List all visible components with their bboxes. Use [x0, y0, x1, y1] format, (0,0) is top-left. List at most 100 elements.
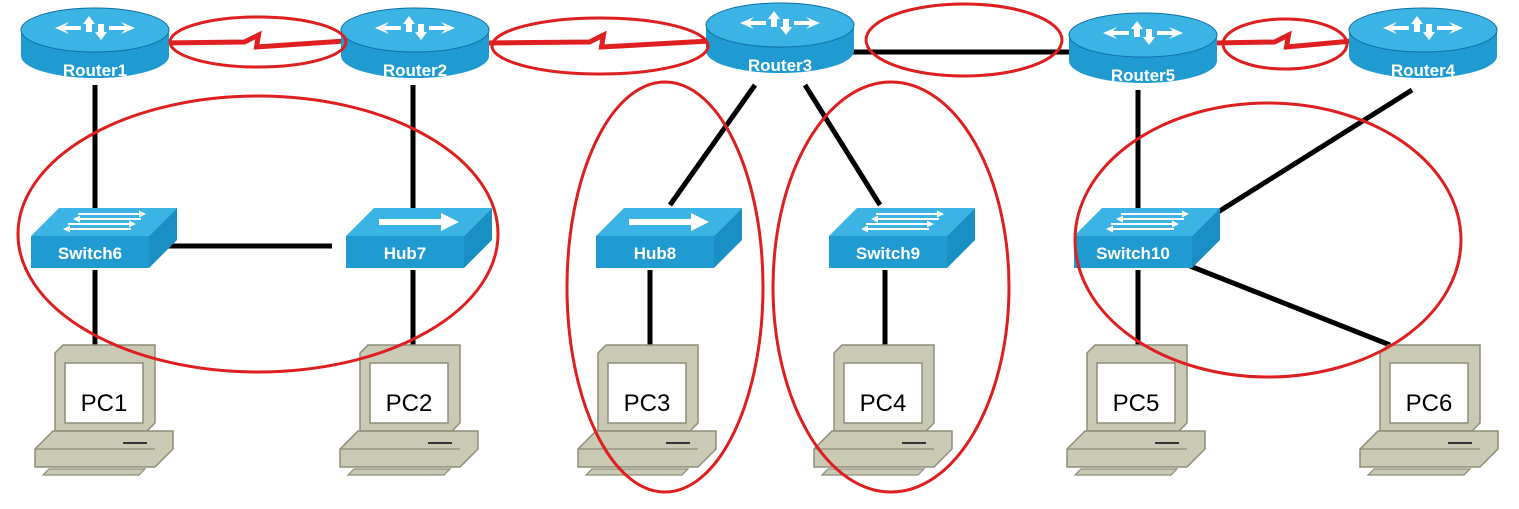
- switch-arrowhead: [139, 210, 146, 218]
- serial-link-r2-r3: [484, 30, 711, 50]
- highlight-lan-sw10: [1073, 101, 1463, 379]
- router-top: [705, 2, 855, 48]
- switch-arrowhead: [73, 215, 80, 223]
- hub-hub7[interactable]: Hub7: [346, 208, 492, 268]
- router-arrow: [740, 17, 766, 29]
- router-top: [1068, 12, 1218, 58]
- switch-arrowhead: [937, 210, 944, 218]
- switch-label: Hub7: [384, 244, 427, 263]
- router-r1[interactable]: Router1: [20, 7, 170, 80]
- router-arrow: [109, 22, 135, 34]
- pc-pc4[interactable]: PC4: [813, 344, 953, 476]
- router-r4[interactable]: Router4: [1348, 7, 1498, 80]
- switch-label: Switch9: [856, 244, 920, 263]
- router-arrow: [1423, 24, 1435, 40]
- serial-link-r5-r4: [1212, 30, 1353, 50]
- router-r3[interactable]: Router3: [705, 2, 855, 75]
- switch-sw9[interactable]: Switch9: [829, 208, 975, 268]
- pc-pc5[interactable]: PC5: [1066, 344, 1206, 476]
- device-front: [596, 236, 714, 268]
- highlight-serial-r5-r4: [1221, 17, 1349, 71]
- pc-keyboard: [1073, 468, 1179, 476]
- pc-screen: [843, 362, 923, 424]
- ethernet-link-r4-sw10: [1216, 87, 1414, 215]
- router-label: Router4: [1391, 61, 1456, 80]
- switch-arrowhead: [1116, 215, 1123, 223]
- router-arrow: [1103, 27, 1129, 39]
- pc-screen: [1096, 362, 1176, 424]
- pc-label: PC1: [81, 390, 128, 417]
- pc-keyboard: [1366, 468, 1472, 476]
- highlight-serial-r2-r3: [490, 16, 710, 76]
- device-side: [947, 208, 975, 268]
- hub-arrow-icon: [379, 213, 459, 231]
- pc-keyboard: [41, 468, 147, 476]
- device-side: [1192, 208, 1220, 268]
- router-label: Router2: [383, 61, 447, 80]
- device-front: [829, 236, 947, 268]
- switch-arrowhead: [129, 220, 136, 228]
- switch-arrowhead: [927, 220, 934, 228]
- router-arrow: [55, 22, 81, 34]
- device-front: [1074, 236, 1192, 268]
- router-arrow: [1157, 27, 1183, 39]
- router-arrow: [375, 22, 401, 34]
- pc-label: PC3: [624, 390, 671, 417]
- ethernet-link-r3-sw9: [802, 83, 883, 207]
- highlight-lan-sw6-hub7: [16, 94, 500, 374]
- device-front: [31, 236, 149, 268]
- switch-arrowhead: [1172, 220, 1179, 228]
- router-arrow: [1383, 22, 1409, 34]
- router-r2[interactable]: Router2: [340, 7, 490, 80]
- ethernet-link-sw10-pc6: [1189, 263, 1391, 348]
- links-layer: [92, 30, 1414, 350]
- router-arrow: [768, 11, 780, 27]
- device-side: [714, 208, 742, 268]
- hub-hub8[interactable]: Hub8: [596, 208, 742, 268]
- highlights-layer: [16, 2, 1463, 494]
- switch-label: Switch6: [58, 244, 122, 263]
- router-top: [1348, 7, 1498, 53]
- router-label: Router5: [1111, 66, 1175, 85]
- pc-screen: [369, 362, 449, 424]
- router-arrow: [780, 19, 792, 35]
- pc-screen: [64, 362, 144, 424]
- router-arrow: [415, 24, 427, 40]
- switch-arrowhead: [63, 225, 70, 233]
- pc-screen: [1389, 362, 1469, 424]
- pc-label: PC4: [860, 390, 907, 417]
- pc-screen: [607, 362, 687, 424]
- router-arrow: [1131, 21, 1143, 37]
- router-label: Router3: [748, 56, 812, 75]
- switch-sw6[interactable]: Switch6: [31, 208, 177, 268]
- highlight-ethernet-r3-r5: [864, 2, 1064, 78]
- router-arrow: [1411, 16, 1423, 32]
- switch-arrowhead: [1182, 210, 1189, 218]
- switch-label: Switch10: [1096, 244, 1170, 263]
- router-r5[interactable]: Router5: [1068, 12, 1218, 85]
- router-arrow: [403, 16, 415, 32]
- pc-pc2[interactable]: PC2: [339, 344, 479, 476]
- router-arrow: [95, 24, 107, 40]
- router-arrow: [794, 17, 820, 29]
- switch-arrowhead: [861, 225, 868, 233]
- switch-label: Hub8: [634, 244, 677, 263]
- device-side: [149, 208, 177, 268]
- switch-sw10[interactable]: Switch10: [1074, 208, 1220, 268]
- switch-arrowhead: [1106, 225, 1113, 233]
- serial-link-r1-r2: [159, 30, 346, 50]
- hub-arrow-icon: [629, 213, 709, 231]
- router-arrow: [1143, 29, 1155, 45]
- router-top: [340, 7, 490, 53]
- router-arrow: [83, 16, 95, 32]
- pc-keyboard: [346, 468, 452, 476]
- pc-pc3[interactable]: PC3: [577, 344, 717, 476]
- pc-pc6[interactable]: PC6: [1359, 344, 1499, 476]
- pc-label: PC2: [386, 390, 433, 417]
- router-label: Router1: [63, 61, 127, 80]
- pc-label: PC6: [1406, 390, 1453, 417]
- pc-pc1[interactable]: PC1: [34, 344, 174, 476]
- router-arrow: [1437, 22, 1463, 34]
